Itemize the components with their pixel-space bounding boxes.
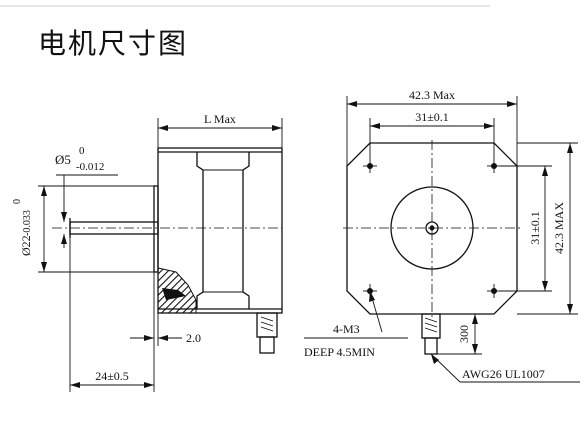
boss-diameter-symbol: Ø [19, 247, 33, 256]
dim-hole-spacing-vertical: 31±0.1 [500, 165, 552, 292]
boss-tolerance-upper: 0 [12, 199, 23, 204]
front-view-boss [390, 186, 474, 270]
front-view-shaft [425, 221, 439, 235]
hole-spacing-v-label: 31±0.1 [528, 211, 542, 245]
wire-note: AWG26 UL1007 [462, 367, 545, 381]
svg-text:Ø22: Ø22 [19, 235, 33, 256]
dim-boss-height: 2.0 [130, 272, 201, 346]
flange-width-label: 42.3 Max [409, 88, 455, 102]
shaft-tolerance-lower: -0.012 [76, 161, 104, 173]
dim-shaft-diameter: Ø5 0 -0.012 [55, 145, 118, 248]
front-view-connector [421, 313, 441, 355]
boss-tolerance-lower: -0.033 [22, 210, 33, 236]
note-holes-leader: 4-M3 DEEP 4.5MIN [304, 290, 408, 359]
dim-flange-height: 42.3 MAX [517, 142, 578, 315]
cable-length-label: 300 [457, 325, 471, 343]
page-title: 电机尺寸图 [38, 27, 189, 60]
front-view-flange [346, 142, 518, 315]
boss-height-label: 2.0 [186, 331, 201, 345]
body-length-label: L Max [204, 112, 236, 126]
shaft-length-label: 24±0.5 [95, 369, 129, 383]
dim-cable-length: 300 [437, 313, 482, 355]
dim-shaft-length: 24±0.5 [69, 238, 155, 392]
dim-boss-diameter: Ø22 -0.033 0 [12, 185, 154, 273]
dim-hole-spacing-horizontal: 31±0.1 [369, 110, 495, 160]
shaft-tolerance-upper: 0 [79, 145, 85, 157]
holes-note: 4-M3 [333, 322, 360, 336]
side-view-shaft [52, 185, 282, 273]
shaft-diameter-label: Ø5 [55, 152, 71, 167]
mounting-holes [363, 159, 501, 298]
side-view: L Max Ø5 0 -0.012 Ø22 -0.033 [12, 112, 283, 392]
dim-flange-width: 42.3 Max [346, 88, 518, 166]
note-wire-leader: AWG26 UL1007 [430, 353, 580, 383]
boss-diameter-value: 22 [19, 235, 33, 247]
depth-note: DEEP 4.5MIN [304, 345, 375, 359]
hole-spacing-h-label: 31±0.1 [415, 110, 449, 124]
dim-body-length: L Max [157, 112, 283, 148]
side-view-body [157, 147, 283, 354]
flange-height-label: 42.3 MAX [552, 202, 566, 254]
front-view: 42.3 Max 31±0.1 31±0.1 42.3 M [304, 88, 580, 383]
